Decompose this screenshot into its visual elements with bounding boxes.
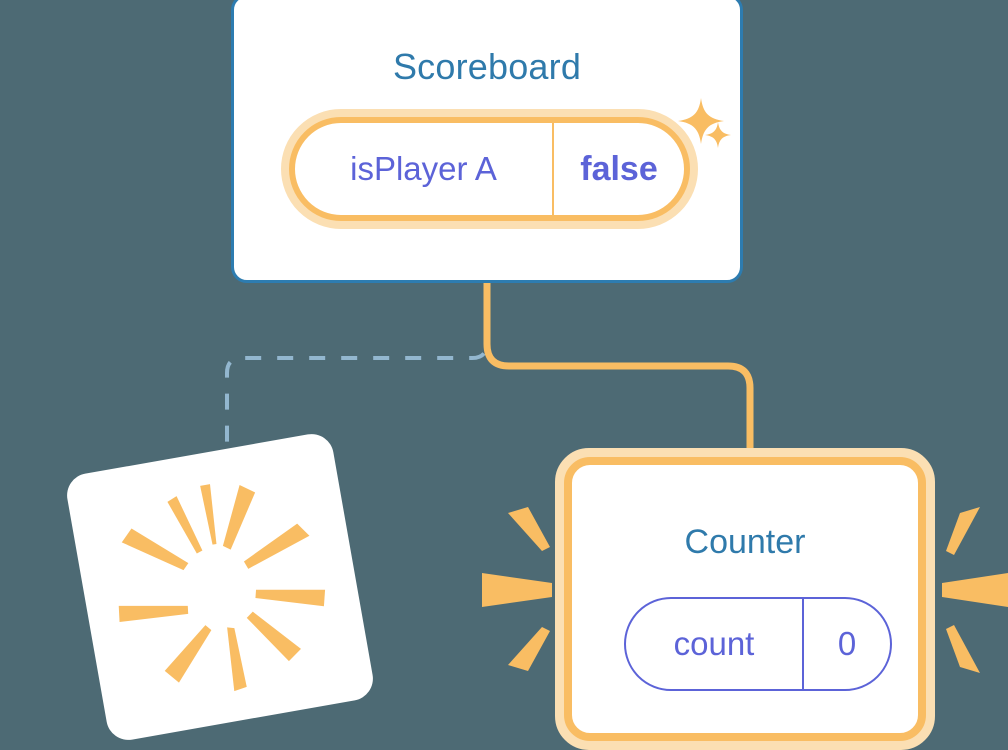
sparkle-small-icon [705, 122, 731, 148]
burst-ray [121, 528, 189, 571]
scoreboard-card[interactable]: Scoreboard isPlayer A false [231, 0, 743, 283]
counter-card[interactable]: Counter count 0 [555, 448, 935, 750]
counter-rays-left [482, 507, 552, 671]
burst-ray [200, 484, 217, 545]
scoreboard-state-pill[interactable]: isPlayer A false [281, 109, 698, 229]
burst-ray [246, 611, 301, 662]
sparkle-large-icon [678, 98, 724, 144]
counter-state-pill[interactable]: count 0 [624, 597, 892, 691]
burst-ray [243, 523, 310, 569]
counter-title: Counter [684, 523, 806, 561]
counter-ray [482, 573, 552, 607]
counter-state-divider [802, 599, 804, 689]
counter-ray [508, 507, 550, 551]
burst-ray [164, 625, 212, 683]
scoreboard-state-divider [552, 123, 554, 215]
connector-scoreboard-to-burst-card [225, 290, 489, 462]
burst-ray [222, 485, 256, 550]
counter-card-inner: Counter count 0 [564, 457, 926, 741]
burst-ray [167, 496, 203, 554]
burst-card-rays [118, 484, 326, 692]
burst-card[interactable] [63, 430, 377, 744]
counter-ray [946, 507, 980, 555]
scoreboard-state-pill-inner: isPlayer A false [289, 117, 690, 221]
counter-state-value: 0 [837, 625, 857, 662]
counter-rays-right [942, 507, 1008, 673]
counter-ray [942, 573, 1008, 607]
scoreboard-title: Scoreboard [392, 46, 582, 87]
counter-ray [508, 627, 550, 671]
counter-state-key: count [673, 625, 755, 662]
scoreboard-state-value: false [580, 149, 658, 188]
burst-ray [227, 627, 247, 692]
burst-ray [255, 589, 326, 607]
burst-ray [118, 605, 189, 622]
connector-scoreboard-to-counter [483, 283, 754, 460]
counter-ray [946, 625, 980, 673]
scoreboard-state-key: isPlayer A [350, 150, 497, 187]
